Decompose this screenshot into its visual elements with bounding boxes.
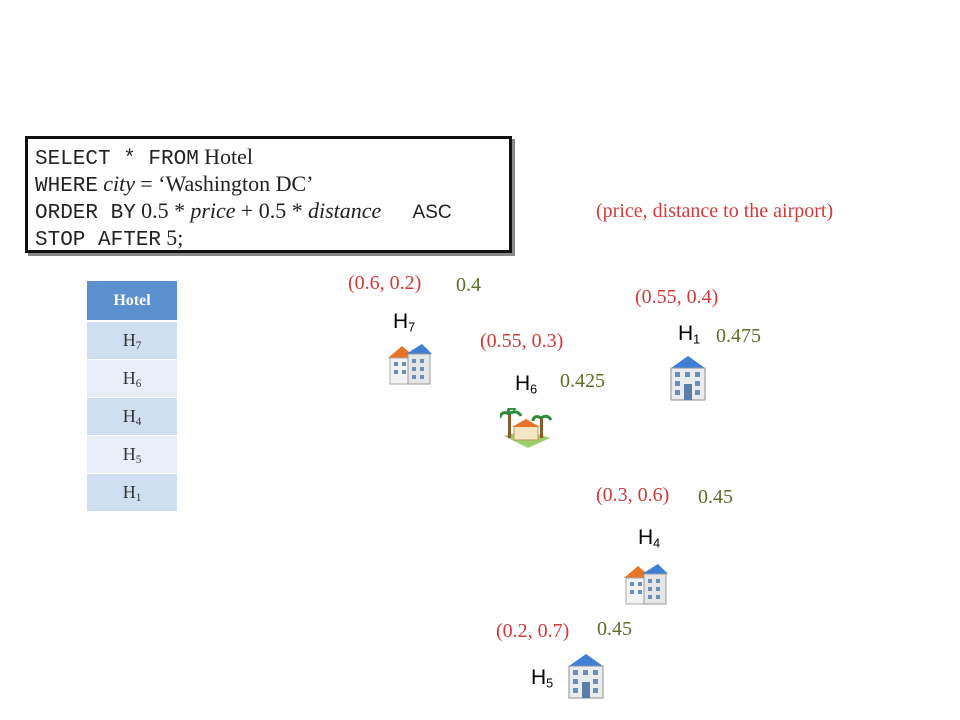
sql-line-1: SELECT * FROM Hotel — [35, 144, 253, 171]
hotel-name: H7 — [393, 310, 416, 335]
hotel-score: 0.45 — [597, 618, 632, 640]
hotel-name: H5 — [531, 666, 554, 691]
sql-query-box: SELECT * FROM Hotel WHERE city = ‘Washin… — [25, 136, 512, 253]
table-row: H6 — [87, 359, 177, 398]
hotel-coords: (0.55, 0.4) — [635, 286, 719, 308]
sql-line-2: WHERE city = ‘Washington DC’ — [35, 171, 314, 198]
hotel-name: H6 — [515, 372, 538, 397]
resort-palm-icon — [500, 408, 552, 448]
hotel-building-icon — [624, 564, 668, 605]
hotel-score: 0.4 — [456, 274, 481, 296]
table-row: H4 — [87, 397, 177, 436]
sql-line-4: STOP AFTER 5; — [35, 225, 184, 252]
axis-caption: (price, distance to the airport) — [596, 200, 834, 222]
hotel-coords: (0.2, 0.7) — [496, 620, 570, 642]
office-building-icon — [670, 356, 706, 401]
office-building-icon — [568, 654, 604, 699]
hotel-coords: (0.6, 0.2) — [348, 272, 422, 294]
result-table: Hotel H7 H6 H4 H5 H1 — [87, 281, 177, 511]
table-row: H1 — [87, 473, 177, 511]
hotel-score: 0.45 — [698, 486, 733, 508]
table-row: H7 — [87, 320, 177, 360]
table-row: H5 — [87, 435, 177, 474]
hotel-name: H1 — [678, 322, 701, 347]
hotel-name: H4 — [638, 526, 661, 551]
hotel-coords: (0.3, 0.6) — [596, 484, 670, 506]
sql-line-3: ORDER BY 0.5 * price + 0.5 * distance AS… — [35, 198, 452, 225]
hotel-score: 0.425 — [560, 370, 605, 392]
table-header: Hotel — [87, 281, 177, 322]
hotel-score: 0.475 — [716, 325, 761, 347]
hotel-building-icon — [388, 344, 432, 385]
hotel-coords: (0.55, 0.3) — [480, 330, 564, 352]
